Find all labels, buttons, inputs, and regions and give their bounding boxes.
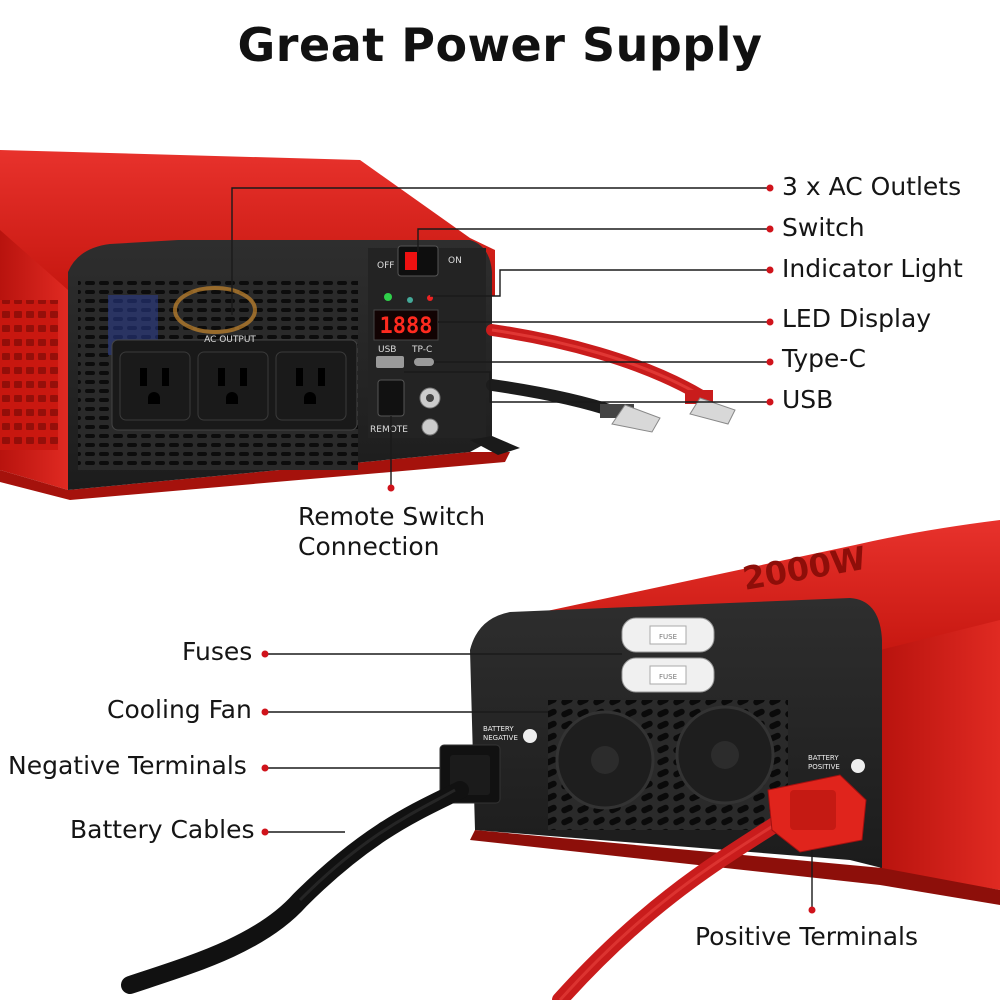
type-c-port[interactable] xyxy=(414,358,434,366)
ac-outlet xyxy=(197,351,269,421)
usb-port-label: USB xyxy=(378,345,396,355)
fuse-label: FUSE xyxy=(659,673,677,681)
callout-remote-line1: Remote Switch xyxy=(298,502,486,531)
inverter-front-unit: AC OUTPUT OFF ON 1888 USB TP-C xyxy=(0,150,520,500)
battery-negative-label-1: BATTERY xyxy=(483,725,514,733)
battery-positive-label-1: BATTERY xyxy=(808,754,839,762)
ac-output-label: AC OUTPUT xyxy=(204,335,256,345)
battery-positive-label-2: POSITIVE xyxy=(808,763,840,771)
positive-terminal xyxy=(552,774,867,1000)
page-title: Great Power Supply xyxy=(237,18,763,72)
callout-dots xyxy=(261,184,816,914)
negative-terminal xyxy=(121,744,501,994)
indicator-light-green xyxy=(384,293,392,301)
callout-negative-terminals: Negative Terminals xyxy=(8,751,247,780)
usb-port[interactable] xyxy=(376,356,404,368)
callout-fuses: Fuses xyxy=(182,637,253,666)
top-battery-cables xyxy=(486,324,736,433)
off-label: OFF xyxy=(377,261,394,271)
remote-label: REMOTE xyxy=(370,425,408,435)
fuse-label: FUSE xyxy=(659,633,677,641)
type-c-port-label: TP-C xyxy=(411,345,432,355)
callout-usb: USB xyxy=(782,385,834,414)
battery-negative-label-2: NEGATIVE xyxy=(483,734,518,742)
callout-led-display: LED Display xyxy=(782,304,932,333)
callout-battery-cables: Battery Cables xyxy=(70,815,255,844)
callout-remote-line2: Connection xyxy=(298,532,440,561)
indicator-light xyxy=(407,297,413,303)
remote-jack[interactable] xyxy=(377,379,405,417)
callout-lines xyxy=(231,187,813,908)
ac-outlet xyxy=(275,351,347,421)
callout-ac-outlets: 3 x AC Outlets xyxy=(782,172,962,201)
callout-positive-terminals: Positive Terminals xyxy=(695,922,918,951)
callout-switch: Switch xyxy=(782,213,865,242)
callout-type-c: Type-C xyxy=(782,344,866,373)
callout-indicator-light: Indicator Light xyxy=(782,254,963,283)
led-display: 1888 xyxy=(380,314,433,339)
ac-outlet xyxy=(119,351,191,421)
on-label: ON xyxy=(448,256,462,266)
callout-cooling-fan: Cooling Fan xyxy=(107,695,252,724)
